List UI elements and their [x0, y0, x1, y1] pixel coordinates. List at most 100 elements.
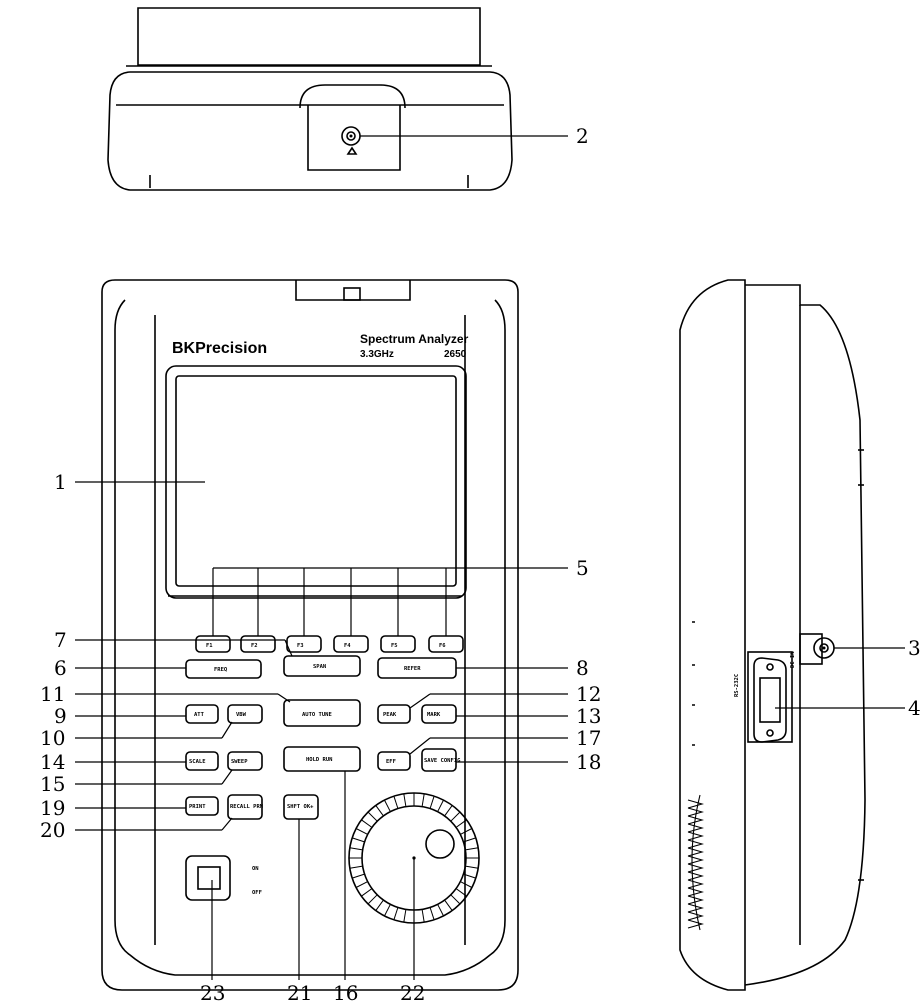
- grip-ridge: [687, 855, 705, 865]
- sweep-key-label: SWEEP: [231, 759, 248, 765]
- callout-13: 13: [576, 704, 601, 728]
- callout-23: 23: [200, 981, 225, 1005]
- frequency-label: 3.3GHz: [360, 349, 394, 360]
- knob-ridge: [361, 888, 373, 897]
- eff-key-label: EFF: [386, 759, 396, 765]
- callout-16: 16: [333, 981, 358, 1005]
- power-switch[interactable]: [197, 866, 221, 890]
- side-grip: [687, 794, 705, 931]
- callout-18: 18: [576, 750, 601, 774]
- grip-ridge: [687, 815, 705, 825]
- print-key-label: PRINT: [189, 804, 206, 810]
- knob-ridge: [429, 907, 435, 920]
- knob-ridge: [450, 811, 461, 822]
- knob-ridge: [349, 847, 363, 851]
- softkey-f1-label: F1: [206, 643, 213, 649]
- knob-ridge: [429, 796, 435, 809]
- knob-ridge: [375, 805, 384, 817]
- grip-outline: [691, 794, 701, 931]
- softkey-f1[interactable]: [195, 635, 231, 653]
- callout-17: 17: [576, 726, 601, 750]
- softkey-f4-label: F4: [344, 643, 351, 649]
- knob-ridge: [355, 828, 368, 835]
- att-key[interactable]: [185, 704, 219, 724]
- callout-5: 5: [576, 556, 589, 580]
- rs232-port: [753, 657, 787, 743]
- knob-ridge: [455, 819, 467, 828]
- softkey-labels: F1 F2 F3 F4 F5 F6: [206, 643, 446, 649]
- brand-logo: BKPrecision: [172, 340, 267, 357]
- knob-ridge: [444, 899, 453, 911]
- softkey-f2[interactable]: [240, 635, 276, 653]
- grip-ridge: [687, 895, 705, 905]
- recall-key-label: RECALL PRN: [230, 804, 263, 810]
- rs232-port-plate: [747, 651, 793, 743]
- hold-run-key-label: HOLD RUN: [306, 757, 333, 763]
- knob-ridge: [421, 793, 425, 807]
- freq-key[interactable]: [185, 659, 262, 679]
- mark-key-label: MARK: [427, 712, 441, 718]
- hold-run-key[interactable]: [283, 746, 361, 772]
- callout-1: 1: [54, 470, 67, 494]
- grip-ridge: [687, 847, 705, 857]
- knob-ridge: [393, 907, 399, 920]
- knob-ridge: [361, 819, 373, 828]
- knob-ridge: [403, 793, 407, 807]
- callout-8: 8: [576, 656, 589, 680]
- save-config-key[interactable]: [421, 748, 457, 772]
- grip-ridge: [687, 863, 705, 873]
- auto-tune-key[interactable]: [283, 699, 361, 727]
- peak-key[interactable]: [377, 704, 411, 724]
- softkey-f6[interactable]: [428, 635, 464, 653]
- vbw-key[interactable]: [227, 704, 263, 724]
- callout-21: 21: [287, 981, 312, 1005]
- power-on-label: ON: [252, 866, 259, 872]
- knob-ridge: [403, 909, 407, 923]
- knob-ridge: [450, 894, 461, 905]
- shift-key-label: SHFT OK+: [287, 804, 314, 810]
- callout-12: 12: [576, 682, 601, 706]
- knob-ridge: [367, 894, 378, 905]
- knob-ridge: [444, 805, 453, 817]
- softkey-row: [195, 635, 464, 653]
- softkey-f5[interactable]: [380, 635, 416, 653]
- lcd-screen: [175, 375, 457, 587]
- knob-ridge: [437, 904, 444, 917]
- softkey-f3-label: F3: [297, 643, 304, 649]
- screen-bezel: [165, 365, 467, 599]
- knob-ridge: [460, 828, 473, 835]
- softkey-connectors: [212, 567, 472, 636]
- dc-jack-housing: [799, 633, 823, 665]
- power-off-label: OFF: [252, 890, 262, 896]
- softkey-f2-label: F2: [251, 643, 258, 649]
- model-label: 2650: [444, 349, 467, 360]
- callout-9: 9: [54, 704, 67, 728]
- knob-ridge: [375, 899, 384, 911]
- knob-ridge: [465, 865, 479, 869]
- product-name: Spectrum Analyzer: [360, 332, 469, 346]
- mark-key[interactable]: [421, 704, 457, 724]
- peak-key-label: PEAK: [383, 712, 397, 718]
- knob-ridges: [349, 793, 479, 923]
- span-key[interactable]: [283, 655, 361, 677]
- softkey-f3[interactable]: [286, 635, 322, 653]
- freq-key-label: FREQ: [214, 667, 228, 673]
- knob-ridge: [460, 881, 473, 888]
- callout-2: 2: [576, 124, 589, 148]
- knob-ridge: [349, 865, 363, 869]
- sweep-key[interactable]: [227, 751, 263, 771]
- callout-20: 20: [40, 818, 65, 842]
- softkey-f4[interactable]: [333, 635, 369, 653]
- recall-prn-key[interactable]: [227, 794, 263, 820]
- grip-ridge: [687, 839, 705, 849]
- callout-4: 4: [908, 696, 921, 720]
- refer-key-label: REFER: [404, 666, 421, 672]
- scale-key[interactable]: [185, 751, 219, 771]
- grip-ridge: [687, 871, 705, 881]
- eff-key[interactable]: [377, 751, 411, 771]
- knob-ridge: [393, 796, 399, 809]
- callout-14: 14: [40, 750, 65, 774]
- print-key[interactable]: [185, 796, 219, 816]
- callout-15: 15: [40, 772, 65, 796]
- shift-key[interactable]: [283, 794, 319, 820]
